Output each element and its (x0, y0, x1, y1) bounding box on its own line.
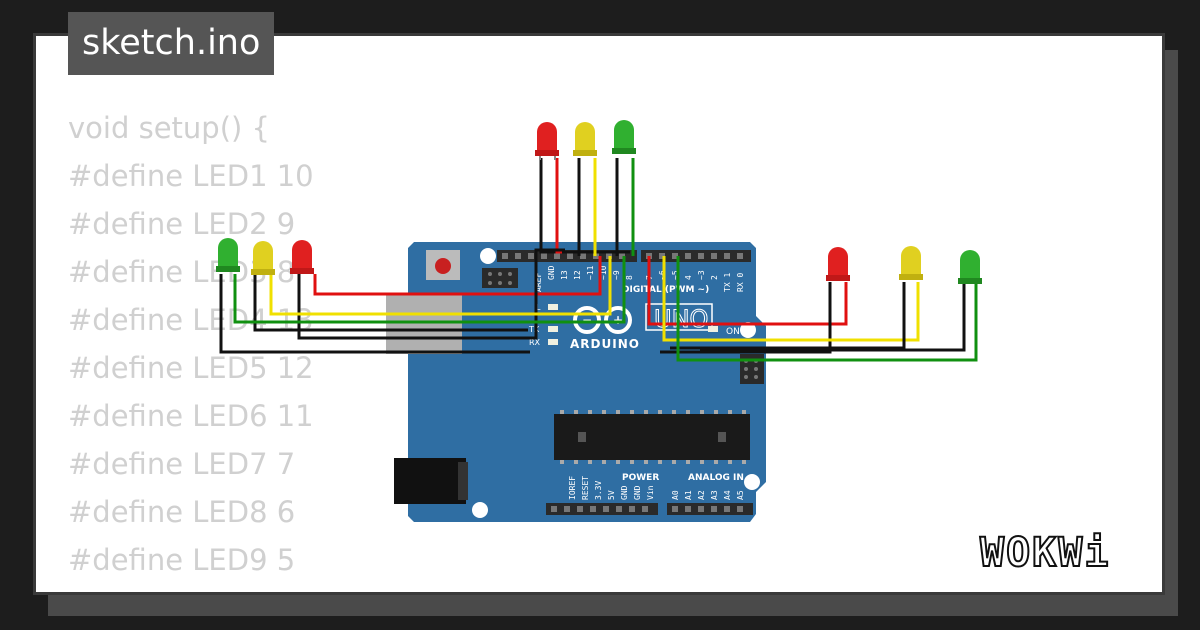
code-line: #define LED2 9 (68, 207, 296, 241)
l-led-label: L (536, 303, 541, 312)
wire-yellow (662, 256, 920, 342)
pin-label: ~9 (612, 270, 621, 280)
power-pin-label: GND (633, 485, 642, 500)
pin-label-aref: AREF (534, 273, 543, 292)
usb-port (386, 294, 462, 354)
pin-label: 13 (560, 270, 569, 280)
power-jack (394, 458, 466, 504)
analog-pin-label: A3 (710, 490, 719, 500)
analog-pin-label: A0 (671, 490, 680, 500)
wire-red (647, 256, 848, 326)
wokwi-logo-text: WOKWi (980, 530, 1110, 576)
led-red[interactable] (826, 247, 850, 281)
logo-minus: − (582, 313, 592, 327)
mounting-hole (740, 322, 756, 338)
led-green[interactable] (612, 120, 636, 154)
led-green[interactable] (216, 238, 240, 272)
led-green[interactable] (958, 250, 982, 284)
wires (219, 158, 978, 362)
code-line: #define LED6 11 (68, 399, 314, 433)
power-jack-edge (458, 462, 468, 500)
wire-red (313, 256, 602, 296)
mounting-hole (472, 502, 488, 518)
analog-pin-label: A1 (684, 490, 693, 500)
code-preview: void setup() { #define LED1 10 #define L… (68, 104, 314, 584)
file-tab[interactable]: sketch.ino (68, 12, 275, 75)
arduino-uno-board[interactable]: AREF GND 13 12 ~11 ~10 ~9 8 7 ~6 ~5 4 ~3… (386, 242, 766, 522)
rx-led (548, 339, 558, 345)
code-line: #define LED7 7 (68, 447, 296, 481)
on-led (708, 326, 718, 332)
code-line: void setup() { (68, 111, 270, 145)
code-line: #define LED5 12 (68, 351, 314, 385)
power-pin-label: RESET (581, 476, 590, 500)
wire-black (539, 158, 630, 254)
led-yellow[interactable] (251, 241, 275, 275)
power-label: POWER (622, 473, 659, 483)
wire-green (676, 256, 978, 362)
analog-label: ANALOG IN (688, 473, 744, 483)
tx-led-label: TX (528, 325, 540, 334)
wire-black (253, 274, 528, 332)
power-pin-label: IOREF (568, 476, 577, 500)
wire-black (670, 282, 906, 350)
pin-label-gnd: GND (547, 265, 556, 280)
l-led (548, 304, 558, 310)
code-line: #define LED1 10 (68, 159, 314, 193)
wire-black (219, 274, 530, 354)
power-pin-label: Vin (646, 485, 655, 500)
icsp-header (482, 268, 518, 288)
pin-label: 12 (573, 270, 582, 280)
pin-label: ~3 (697, 270, 706, 280)
code-line: #define LED8 6 (68, 495, 296, 529)
wire-yellow (269, 256, 612, 316)
analog-pin-label: A2 (697, 490, 706, 500)
wire-green (233, 256, 626, 324)
pin-label: TX 1 (723, 273, 732, 292)
wire-black (660, 282, 832, 354)
rx-led-label: RX (529, 338, 541, 347)
mounting-hole (480, 248, 496, 264)
led-red[interactable] (535, 122, 559, 160)
pin-label: ~11 (586, 265, 595, 280)
reset-button-cap[interactable] (435, 258, 451, 274)
brand-label: ARDUINO (570, 337, 640, 351)
power-pin-label: 3.3V (594, 481, 603, 500)
power-pin-label: 5V (607, 490, 616, 500)
code-line: #define LED9 5 (68, 543, 296, 577)
wire-black (297, 248, 565, 340)
on-label: ON (726, 327, 740, 337)
led-yellow[interactable] (899, 246, 923, 280)
mounting-hole (744, 474, 760, 490)
pin-label: ~5 (671, 270, 680, 280)
digital-header-right (641, 250, 751, 262)
pin-label: ~10 (599, 265, 608, 280)
model-label: UNO (654, 305, 708, 333)
wire-black (700, 284, 966, 352)
led-red[interactable] (290, 240, 314, 274)
atmega-chip (554, 410, 750, 464)
power-header (546, 503, 658, 515)
tx-led (548, 326, 558, 332)
wokwi-logo: WOKWi (979, 529, 1110, 577)
pin-label: RX 0 (736, 273, 745, 292)
pin-label: 4 (684, 275, 693, 280)
arduino-logo (573, 306, 632, 334)
pin-label: 8 (625, 275, 634, 280)
logo-plus: + (613, 313, 623, 327)
digital-label: DIGITAL (PWM ~) (622, 285, 709, 295)
pin-label: 2 (710, 275, 719, 280)
analog-pin-label: A5 (736, 490, 745, 500)
led-yellow[interactable] (573, 122, 597, 156)
power-pin-label: GND (620, 485, 629, 500)
analog-pin-label: A4 (723, 490, 732, 500)
wire-red (555, 158, 562, 254)
